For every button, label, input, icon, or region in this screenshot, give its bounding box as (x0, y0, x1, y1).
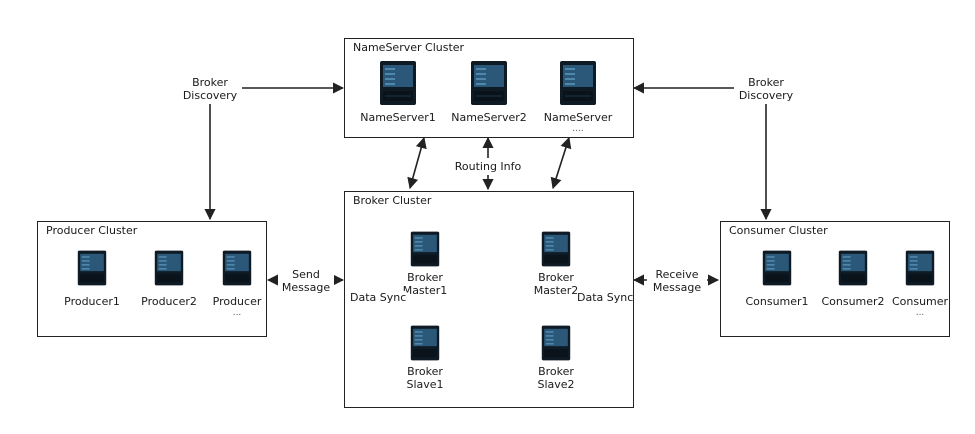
server-rack-icon (77, 250, 107, 286)
receive-message-line1: Receive (655, 268, 699, 281)
broker-slave1-label: Broker Slave1 (395, 365, 455, 391)
data-sync-right-label: Data Sync (577, 291, 634, 304)
broker-slave2-line2: Slave2 (537, 378, 575, 391)
broker-discovery-left-label: Broker Discovery (178, 76, 242, 102)
send-message-label: Send Message (278, 268, 334, 294)
send-message-line1: Send (292, 268, 320, 281)
server-rack-icon (154, 250, 184, 286)
server-rack-icon (541, 325, 571, 361)
server-rack-icon (471, 61, 507, 105)
nameserver-label-2: NameServer2 (451, 111, 527, 124)
server-rack-icon (380, 61, 416, 105)
producer-label-3: Producer (212, 295, 262, 308)
nameserver-cluster-title: NameServer Cluster (353, 41, 465, 54)
edge-routing-left (407, 136, 427, 190)
broker-master1-label: Broker Master1 (395, 271, 455, 297)
server-rack-icon (560, 61, 596, 105)
broker-master2-label: Broker Master2 (526, 271, 586, 297)
broker-slave1-line2: Slave1 (406, 378, 444, 391)
producer-ellipsis: ... (232, 308, 242, 318)
broker-slave1-line1: Broker (407, 365, 443, 378)
producer-label-1: Producer1 (64, 295, 120, 308)
broker-discovery-left-line1: Broker (192, 76, 228, 89)
nameserver-label-1: NameServer1 (360, 111, 436, 124)
consumer-label-2: Consumer2 (821, 295, 885, 308)
producer-label-2: Producer2 (141, 295, 197, 308)
broker-master2-line2: Master2 (533, 284, 579, 297)
server-rack-icon (222, 250, 252, 286)
send-message-line2: Message (281, 281, 331, 294)
broker-master2-line1: Broker (538, 271, 574, 284)
consumer-label-1: Consumer1 (745, 295, 809, 308)
consumer-ellipsis: ... (915, 308, 925, 318)
edge-routing-right (550, 136, 572, 190)
producer-cluster-title: Producer Cluster (46, 224, 138, 237)
server-rack-icon (838, 250, 868, 286)
server-rack-icon (410, 325, 440, 361)
server-rack-icon (762, 250, 792, 286)
broker-slave2-line1: Broker (538, 365, 574, 378)
receive-message-line2: Message (652, 281, 702, 294)
broker-discovery-left-line2: Discovery (182, 89, 238, 102)
broker-discovery-right-line2: Discovery (738, 89, 794, 102)
broker-master1-line2: Master1 (402, 284, 448, 297)
server-rack-icon (541, 231, 571, 267)
nameserver-ellipsis: .... (572, 124, 584, 134)
consumer-label-3: Consumer (891, 295, 949, 308)
broker-discovery-right-label: Broker Discovery (734, 76, 798, 102)
server-rack-icon (410, 231, 440, 267)
broker-master1-line1: Broker (407, 271, 443, 284)
broker-cluster-title: Broker Cluster (353, 194, 432, 207)
server-rack-icon (905, 250, 935, 286)
consumer-cluster-title: Consumer Cluster (729, 224, 828, 237)
receive-message-label: Receive Message (647, 268, 707, 294)
broker-discovery-right-line1: Broker (748, 76, 784, 89)
data-sync-left-label: Data Sync (350, 291, 407, 304)
broker-slave2-label: Broker Slave2 (526, 365, 586, 391)
nameserver-label-3: NameServer (543, 111, 613, 124)
routing-info-label: Routing Info (454, 160, 522, 173)
